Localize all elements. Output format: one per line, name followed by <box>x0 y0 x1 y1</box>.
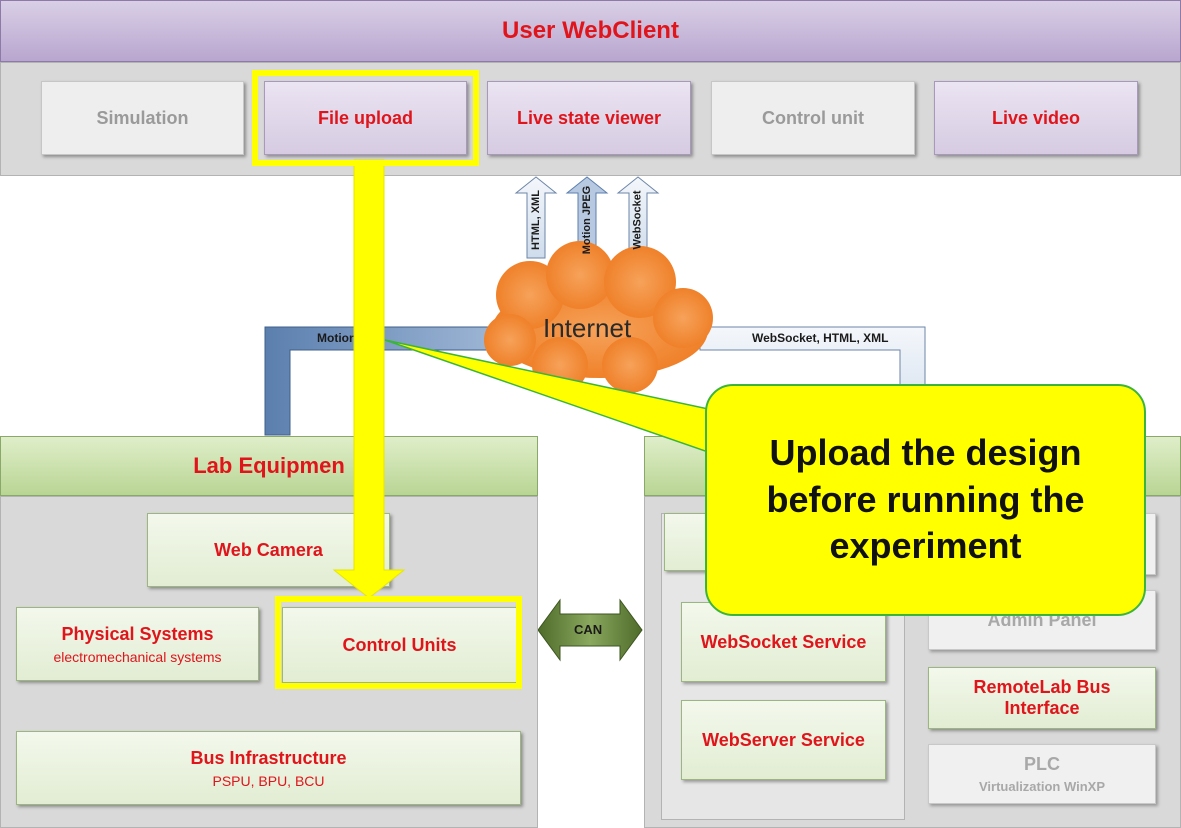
lab-title: Lab Equipmen <box>193 453 345 478</box>
plc-box: PLC Virtualization WinXP <box>928 744 1156 804</box>
tab-live-video[interactable]: Live video <box>934 81 1138 155</box>
websocket-service-label: WebSocket Service <box>700 631 867 652</box>
internet-label: Internet <box>543 313 632 343</box>
internet-cloud <box>484 241 713 393</box>
remotelab-bus-box: RemoteLab Bus Interface <box>928 667 1156 729</box>
up-arrow-html-xml <box>514 176 558 259</box>
bus-infrastructure-subtitle: PSPU, BPU, BCU <box>212 772 325 789</box>
tab-control-unit-label: Control unit <box>762 107 864 128</box>
can-arrow <box>537 598 643 662</box>
control-units-box: Control Units <box>282 607 517 683</box>
callout-text: Upload the design before running the exp… <box>766 431 1085 567</box>
tab-simulation-label: Simulation <box>96 107 189 128</box>
bus-infrastructure-label: Bus Infrastructure <box>190 747 347 768</box>
upload-flow-arrow <box>332 159 406 599</box>
webserver-service-box: WebServer Service <box>681 700 886 780</box>
plc-subtitle: Virtualization WinXP <box>978 779 1106 794</box>
webclient-title-bar: User WebClient <box>0 0 1181 62</box>
physical-systems-box: Physical Systems electromechanical syste… <box>16 607 259 681</box>
control-units-label: Control Units <box>342 634 457 655</box>
remotelab-bus-label: RemoteLab Bus Interface <box>973 677 1111 718</box>
callout-pointer <box>384 339 761 472</box>
tab-live-state-viewer-label: Live state viewer <box>516 107 662 128</box>
tab-live-video-label: Live video <box>991 107 1081 128</box>
plc-label: PLC <box>1024 754 1060 774</box>
web-camera-label: Web Camera <box>214 539 323 560</box>
tab-file-upload[interactable]: File upload <box>264 81 467 155</box>
control-units-highlight <box>275 596 522 689</box>
right-connector-label: WebSocket, HTML, XML <box>752 331 889 345</box>
physical-systems-subtitle: electromechanical systems <box>53 648 222 665</box>
tab-live-state-viewer[interactable]: Live state viewer <box>487 81 691 155</box>
bus-infrastructure-box: Bus Infrastructure PSPU, BPU, BCU <box>16 731 521 805</box>
lab-title-bar: Lab Equipmen <box>0 436 538 496</box>
tab-simulation[interactable]: Simulation <box>41 81 244 155</box>
can-label: CAN <box>574 622 603 637</box>
callout-box: Upload the design before running the exp… <box>705 384 1146 616</box>
file-upload-highlight <box>252 70 479 166</box>
webclient-title: User WebClient <box>502 17 679 44</box>
webserver-service-label: WebServer Service <box>702 729 865 750</box>
physical-systems-label: Physical Systems <box>61 623 214 644</box>
tab-control-unit[interactable]: Control unit <box>711 81 915 155</box>
left-connector-label: Motion <box>317 331 357 345</box>
tab-file-upload-label: File upload <box>317 107 413 128</box>
